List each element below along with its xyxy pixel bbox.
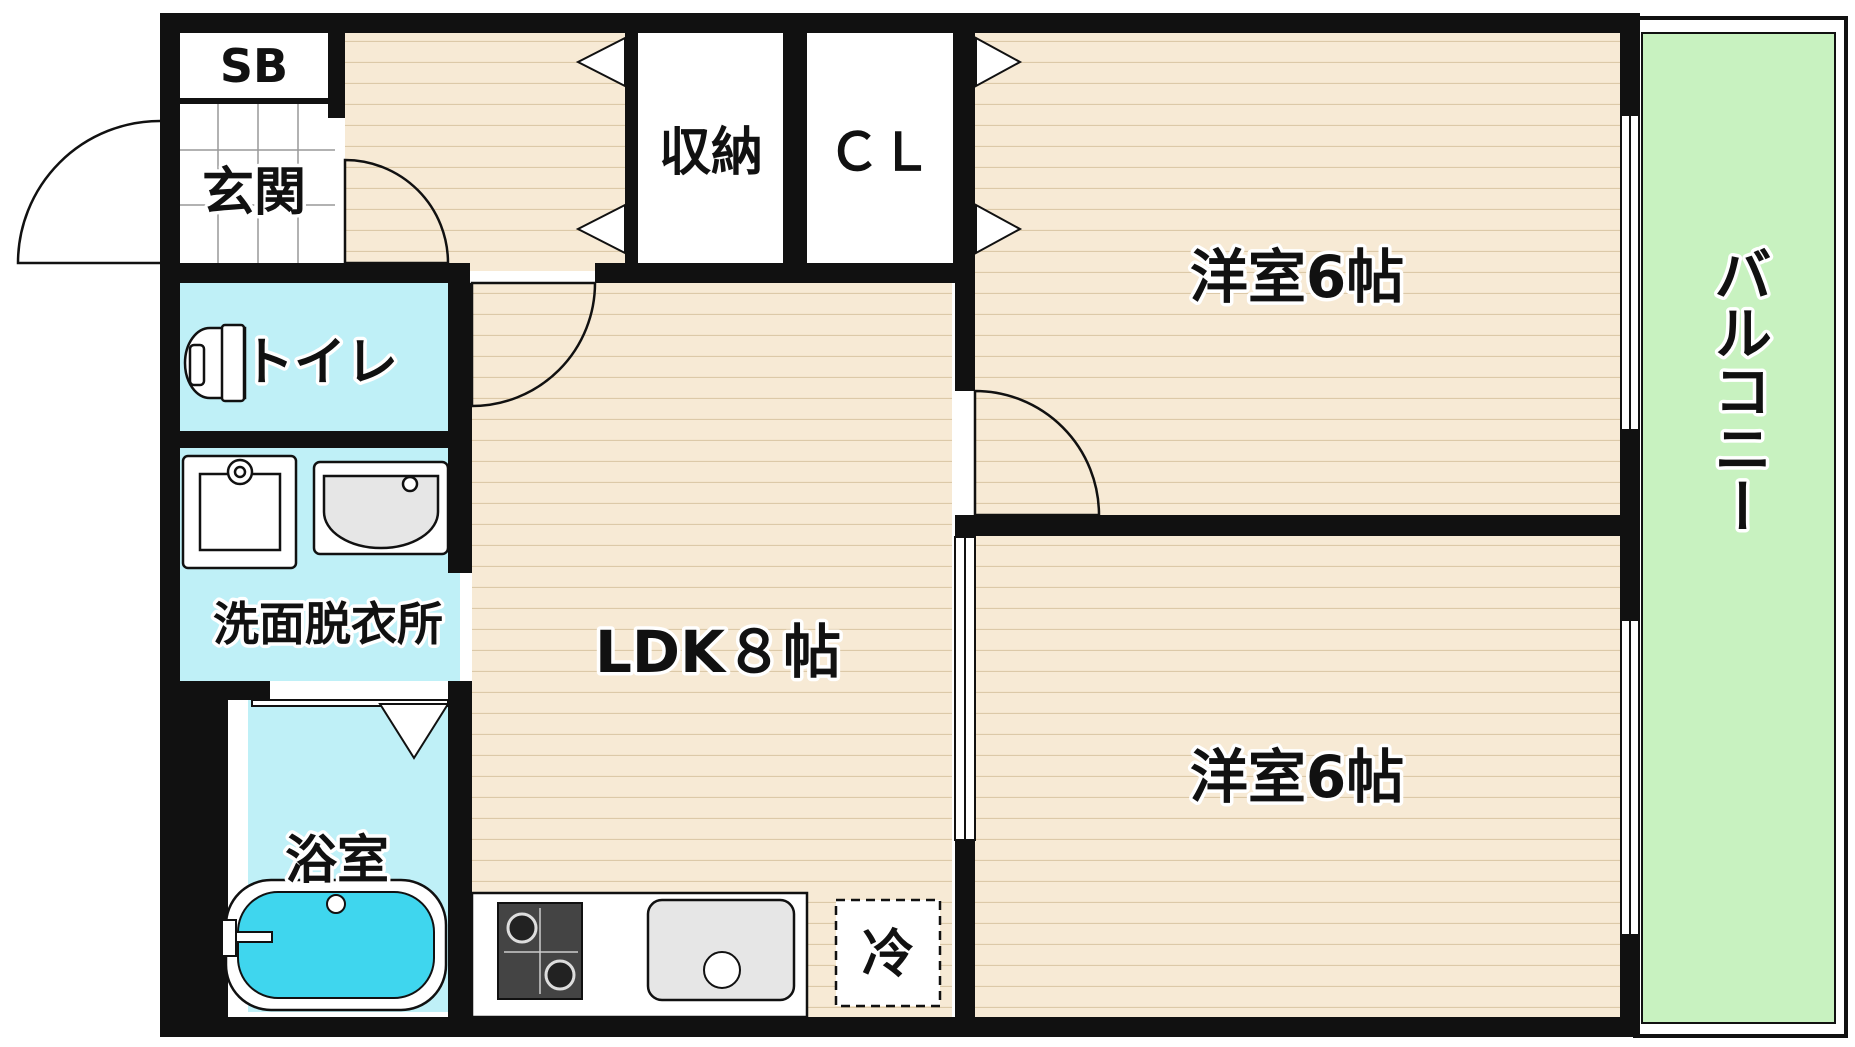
hallway-floor xyxy=(345,33,625,271)
toilet-label: トイレ xyxy=(242,333,398,393)
ldk-label: LDK８帖 xyxy=(595,618,841,686)
doors xyxy=(16,119,1101,517)
closet-door-markers xyxy=(575,33,1023,263)
balcony xyxy=(1633,16,1848,1038)
closet-label: ＣＬ xyxy=(828,123,932,183)
entrance-floor xyxy=(180,98,340,263)
western-room-upper-floor xyxy=(975,33,1620,515)
western-room-lower-floor xyxy=(975,536,1620,1017)
room-labels: SB 玄関 収納 ＣＬ 洋室6帖 洋室6帖 トイレ 洗面脱衣所 LDK８帖 浴室… xyxy=(198,36,1775,989)
fridge-label: 冷 xyxy=(862,925,914,985)
toilet-fixture xyxy=(183,323,247,403)
gas-stove xyxy=(497,902,583,1000)
balcony-label: バルコニー xyxy=(1704,245,1772,535)
closet-floor xyxy=(806,33,954,263)
washbasin xyxy=(312,460,450,556)
western-room-upper-label: 洋室6帖 xyxy=(1190,243,1404,311)
storage-floor xyxy=(638,33,783,263)
bathroom-label: 浴室 xyxy=(285,831,389,891)
storage-label: 収納 xyxy=(659,123,763,183)
kitchen-sink xyxy=(646,898,796,1002)
sliding-door xyxy=(954,536,976,841)
western-room-lower-label: 洋室6帖 xyxy=(1190,743,1404,811)
washing-machine-pan xyxy=(181,454,298,570)
entrance-tiles xyxy=(180,98,335,263)
bath-door-marker xyxy=(251,699,450,760)
fridge-space xyxy=(834,898,942,1008)
sb-label: SB xyxy=(220,39,288,93)
windows xyxy=(1620,114,1640,936)
washroom-label: 洗面脱衣所 xyxy=(213,597,443,651)
entrance-label: 玄関 xyxy=(202,163,306,223)
bathtub xyxy=(221,878,448,1012)
kitchen-counter xyxy=(470,891,809,1019)
sb-floor xyxy=(180,33,328,98)
